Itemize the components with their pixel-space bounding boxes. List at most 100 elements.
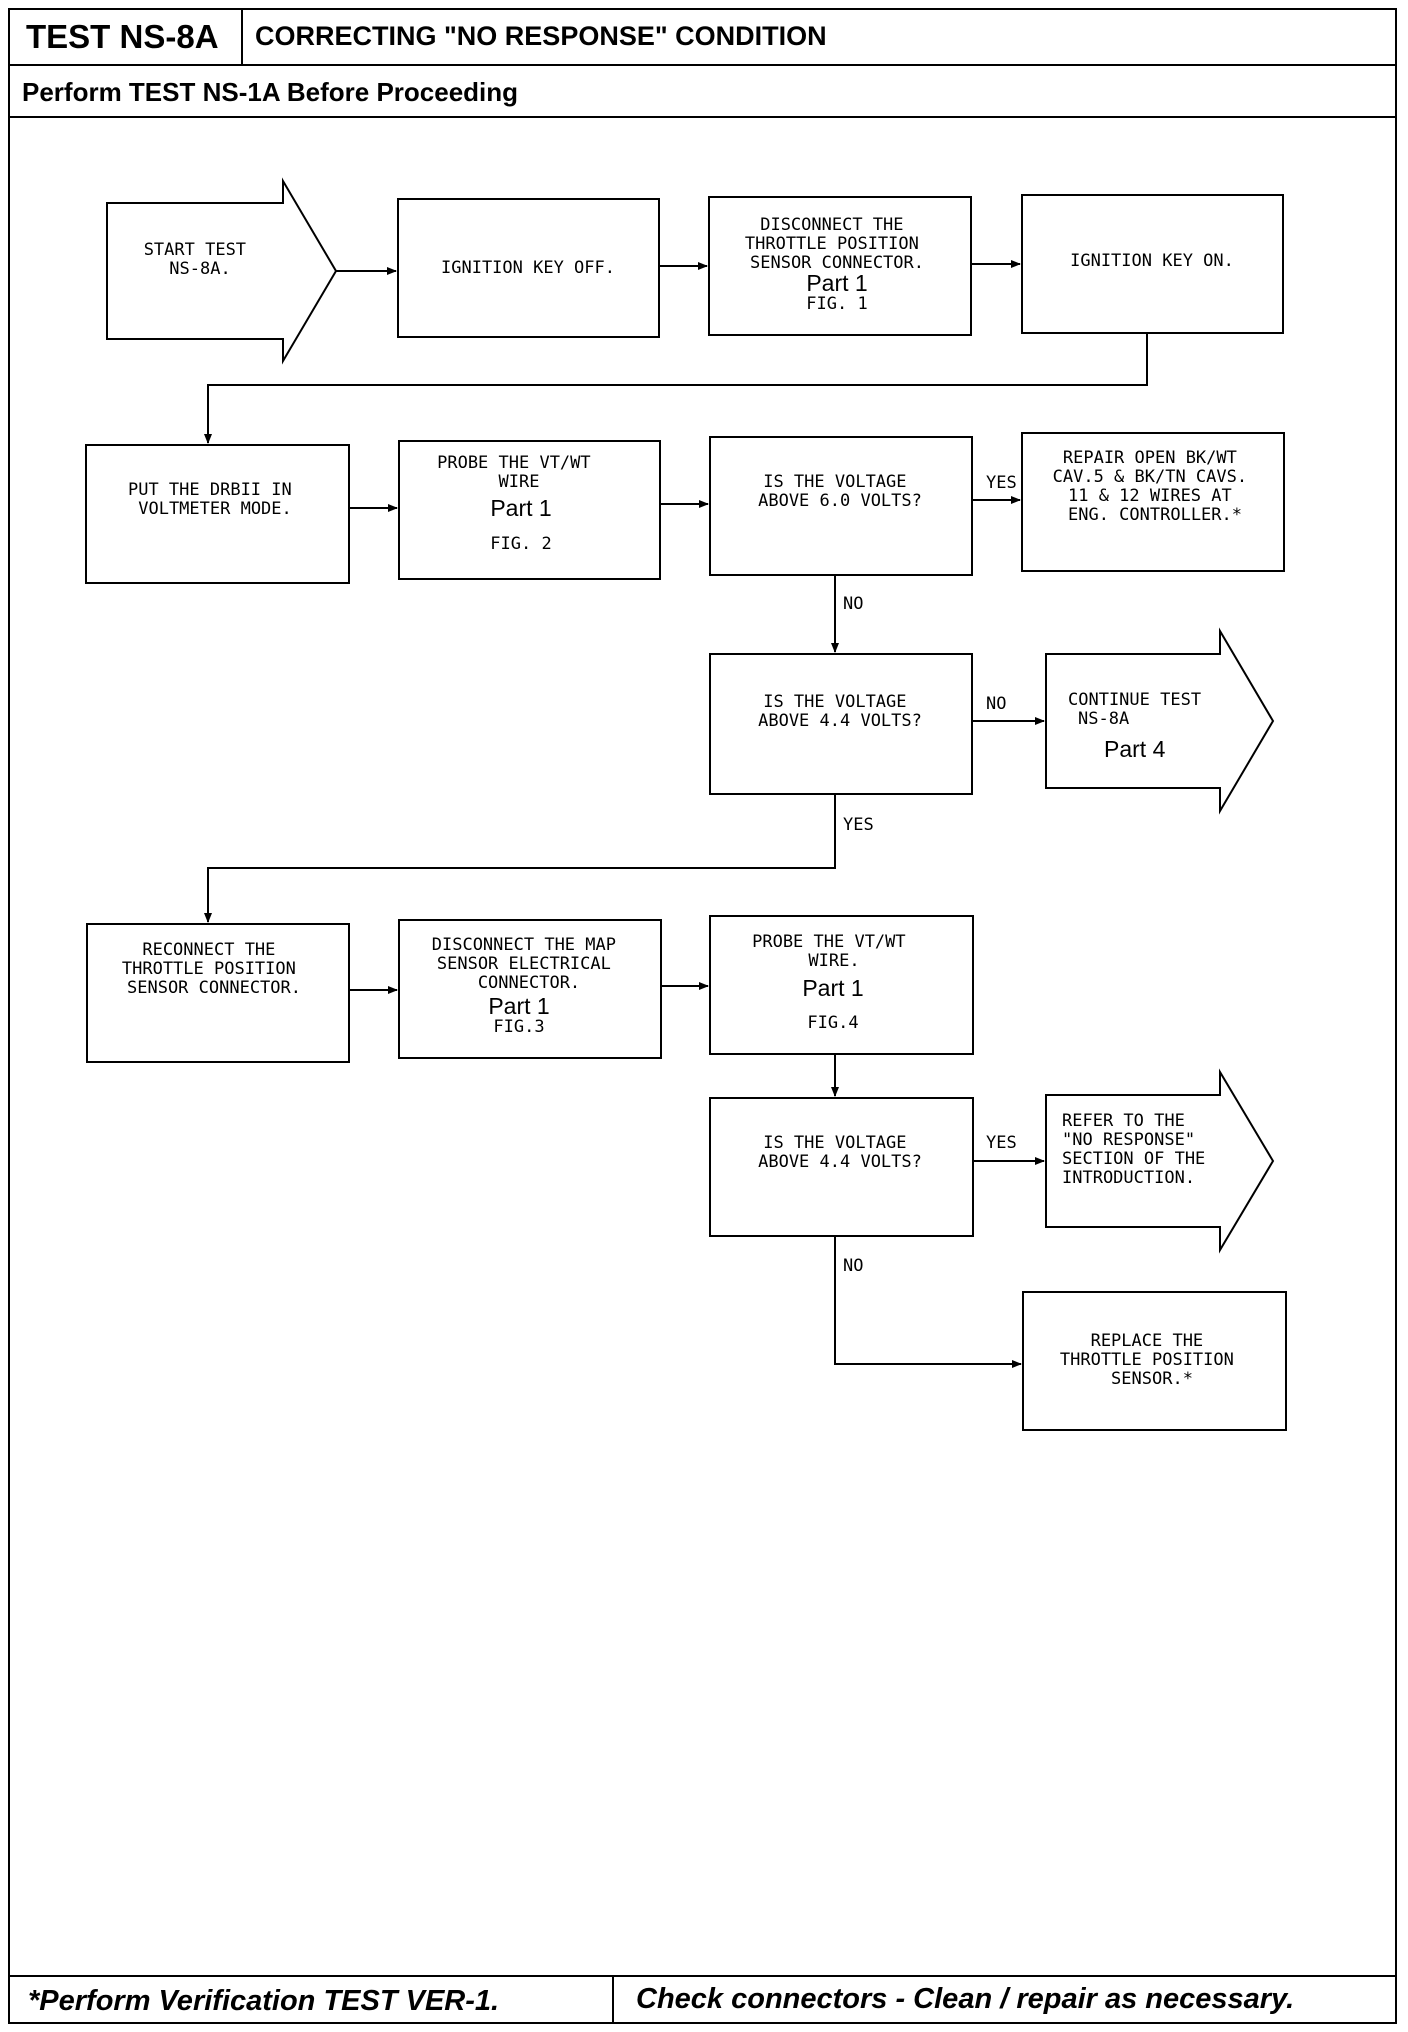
start-line-2: NS-8A.: [169, 259, 230, 279]
continue-line-1: CONTINUE TEST: [1068, 690, 1201, 710]
key-off-line-1: IGNITION KEY OFF.: [441, 258, 615, 278]
q-6v-text: IS THE VOLTAGE ABOVE 6.0 VOLTS?: [758, 472, 922, 511]
key-on-box: [1021, 194, 1284, 334]
probe2-line-1: PROBE THE VT/WT: [752, 932, 906, 952]
q-44v-1-line-2: ABOVE 4.4 VOLTS?: [758, 711, 922, 731]
probe2-fig: FIG.4: [807, 1013, 858, 1033]
continue-arrow-shape: [1045, 627, 1275, 815]
q-44v-2-text: IS THE VOLTAGE ABOVE 4.4 VOLTS?: [758, 1133, 922, 1172]
refer-intro-line-1: REFER TO THE: [1062, 1111, 1185, 1131]
connector-note: Check connectors - Clean / repair as nec…: [636, 1983, 1295, 2015]
disconnect-tps-part: Part 1: [806, 270, 867, 296]
probe2-text: PROBE THE VT/WT WIRE.: [752, 932, 916, 971]
replace-tps-line-3: SENSOR.*: [1111, 1369, 1193, 1389]
no-label-q44v-2: NO: [843, 1256, 863, 1276]
q-44v-1-text: IS THE VOLTAGE ABOVE 4.4 VOLTS?: [758, 692, 922, 731]
refer-intro-line-2: "NO RESPONSE": [1062, 1130, 1195, 1150]
test-id: TEST NS-8A: [8, 8, 243, 66]
key-on-text: IGNITION KEY ON.: [1070, 251, 1234, 271]
disconnect-tps-line-1: DISCONNECT THE: [760, 215, 903, 235]
key-off-box: [397, 198, 660, 338]
disconnect-map-line-2: SENSOR ELECTRICAL: [437, 954, 611, 974]
probe2-line-2: WIRE.: [808, 951, 859, 971]
footer-row: [8, 1975, 1397, 2024]
prerequisite-note: Perform TEST NS-1A Before Proceeding: [22, 77, 519, 107]
reconnect-tps-line-1: RECONNECT THE: [142, 940, 275, 960]
disconnect-map-part: Part 1: [488, 993, 549, 1019]
disconnect-tps-line-2: THROTTLE POSITION: [745, 234, 919, 254]
reconnect-tps-line-3: SENSOR CONNECTOR.: [127, 978, 301, 998]
drb-voltmeter-box: [85, 444, 350, 584]
start-text: START TEST NS-8A.: [144, 240, 257, 279]
repair-open-line-2: CAV.5 & BK/TN CAVS.: [1053, 467, 1247, 487]
q-44v-1-line-1: IS THE VOLTAGE: [763, 692, 906, 712]
probe1-part: Part 1: [490, 495, 551, 521]
verification-note: *Perform Verification TEST VER-1.: [28, 1985, 500, 2017]
disconnect-map-line-1: DISCONNECT THE MAP: [432, 935, 616, 955]
q-44v-2-line-2: ABOVE 4.4 VOLTS?: [758, 1152, 922, 1172]
refer-arrow-shape: [1045, 1068, 1275, 1254]
refer-intro-line-3: SECTION OF THE: [1062, 1149, 1205, 1169]
disconnect-map-fig: FIG.3: [493, 1017, 544, 1037]
header-row: [8, 8, 1397, 66]
reconnect-tps-box: [86, 923, 350, 1063]
yes-label-q44v-2: YES: [986, 1133, 1017, 1153]
start-line-1: START TEST: [144, 240, 246, 260]
key-off-text: IGNITION KEY OFF.: [441, 258, 615, 278]
disconnect-tps-box: [708, 196, 972, 336]
repair-open-line-1: REPAIR OPEN BK/WT: [1063, 448, 1237, 468]
continue-part: Part 4: [1104, 736, 1166, 762]
replace-tps-line-1: REPLACE THE: [1091, 1331, 1204, 1351]
yes-label-q44v-1: YES: [843, 815, 874, 835]
footer-divider: [612, 1975, 614, 2024]
replace-tps-box: [1022, 1291, 1287, 1431]
connector: [204, 333, 1148, 444]
disconnect-tps-fig: FIG. 1: [806, 294, 867, 314]
prerequisite-row: [8, 66, 1397, 118]
probe2-box: [709, 915, 974, 1055]
probe1-line-2: WIRE: [499, 472, 540, 492]
disconnect-map-text: DISCONNECT THE MAP SENSOR ELECTRICAL CON…: [432, 935, 626, 993]
probe1-text: PROBE THE VT/WT WIRE: [437, 453, 601, 492]
q-6v-line-2: ABOVE 6.0 VOLTS?: [758, 491, 922, 511]
replace-tps-text: REPLACE THE THROTTLE POSITION SENSOR.*: [1060, 1331, 1244, 1389]
drb-voltmeter-text: PUT THE DRBII IN VOLTMETER MODE.: [128, 480, 302, 519]
probe1-fig: FIG. 2: [490, 534, 551, 554]
yes-label-q6v: YES: [986, 473, 1017, 493]
repair-open-line-4: ENG. CONTROLLER.*: [1068, 505, 1242, 525]
no-label-q6v: NO: [843, 594, 863, 614]
disconnect-tps-line-3: SENSOR CONNECTOR.: [750, 253, 924, 273]
repair-open-box: [1021, 432, 1285, 572]
page-title: CORRECTING "NO RESPONSE" CONDITION: [255, 21, 827, 51]
continue-text: CONTINUE TEST NS-8A: [1068, 690, 1211, 729]
q-44v-1-box: [709, 653, 973, 795]
probe1-box: [398, 440, 661, 580]
q-6v-box: [709, 436, 973, 576]
probe2-part: Part 1: [802, 975, 863, 1001]
drb-voltmeter-line-2: VOLTMETER MODE.: [138, 499, 292, 519]
page-border: [8, 8, 1397, 2024]
continue-line-2: NS-8A: [1078, 709, 1129, 729]
replace-tps-line-2: THROTTLE POSITION: [1060, 1350, 1234, 1370]
disconnect-tps-text: DISCONNECT THE THROTTLE POSITION SENSOR …: [745, 215, 929, 273]
q-6v-line-1: IS THE VOLTAGE: [763, 472, 906, 492]
reconnect-tps-line-2: THROTTLE POSITION: [122, 959, 296, 979]
repair-open-line-3: 11 & 12 WIRES AT: [1068, 486, 1232, 506]
drb-voltmeter-line-1: PUT THE DRBII IN: [128, 480, 292, 500]
key-on-line-1: IGNITION KEY ON.: [1070, 251, 1234, 271]
disconnect-map-line-3: CONNECTOR.: [478, 973, 580, 993]
probe1-line-1: PROBE THE VT/WT: [437, 453, 591, 473]
start-arrow-shape: [106, 177, 338, 365]
q-44v-2-line-1: IS THE VOLTAGE: [763, 1133, 906, 1153]
disconnect-map-box: [398, 919, 662, 1059]
refer-intro-text: REFER TO THE "NO RESPONSE" SECTION OF TH…: [1062, 1111, 1216, 1188]
connector: [834, 1236, 1022, 1368]
refer-intro-line-4: INTRODUCTION.: [1062, 1168, 1195, 1188]
reconnect-tps-text: RECONNECT THE THROTTLE POSITION SENSOR C…: [122, 940, 306, 998]
repair-open-text: REPAIR OPEN BK/WT CAV.5 & BK/TN CAVS. 11…: [1053, 448, 1258, 525]
connector: [204, 794, 836, 923]
no-label-q44v-1: NO: [986, 694, 1006, 714]
q-44v-2-box: [709, 1097, 974, 1237]
